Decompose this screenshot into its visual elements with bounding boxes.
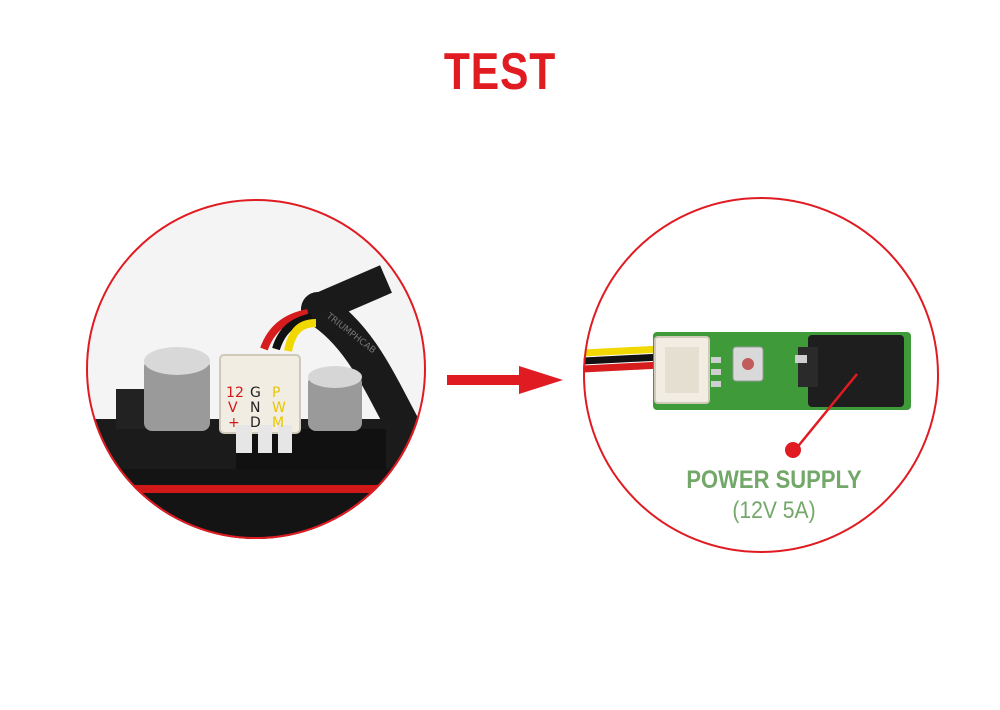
black-cable-top	[306, 265, 392, 325]
fan-connector-illustration: TRIUMPHCAB 1 2 V + G N D P W M	[86, 199, 426, 539]
pin-label-12v-3: V	[228, 400, 238, 416]
pointer-line	[794, 373, 858, 451]
power-board-illustration	[583, 197, 939, 553]
pin-label-12v-1: 1	[226, 385, 235, 401]
arrow-right-icon	[447, 366, 563, 394]
pointer-dot-icon	[785, 442, 801, 458]
pin-label-gnd-3: D	[250, 415, 261, 431]
power-rating-caption: (12V 5A)	[732, 497, 816, 524]
power-board-photo	[583, 197, 939, 553]
capacitor-left	[144, 359, 210, 431]
pin-label-12v-4: +	[228, 415, 240, 431]
power-supply-caption: POWER SUPPLY	[686, 466, 862, 494]
pin-label-pwm-3: M	[272, 415, 284, 431]
pin-label-gnd-2: N	[250, 400, 260, 416]
pin-label-pwm-1: P	[272, 385, 280, 401]
capacitor-right	[308, 375, 362, 431]
pin-label-12v-2: 2	[235, 385, 244, 401]
page-title: TEST	[443, 43, 557, 101]
barrel-jack	[808, 335, 904, 407]
pin-label-gnd-1: G	[250, 385, 261, 401]
pin-label-pwm-2: W	[272, 400, 286, 416]
fan-connector-photo: TRIUMPHCAB 1 2 V + G N D P W M	[86, 199, 426, 539]
